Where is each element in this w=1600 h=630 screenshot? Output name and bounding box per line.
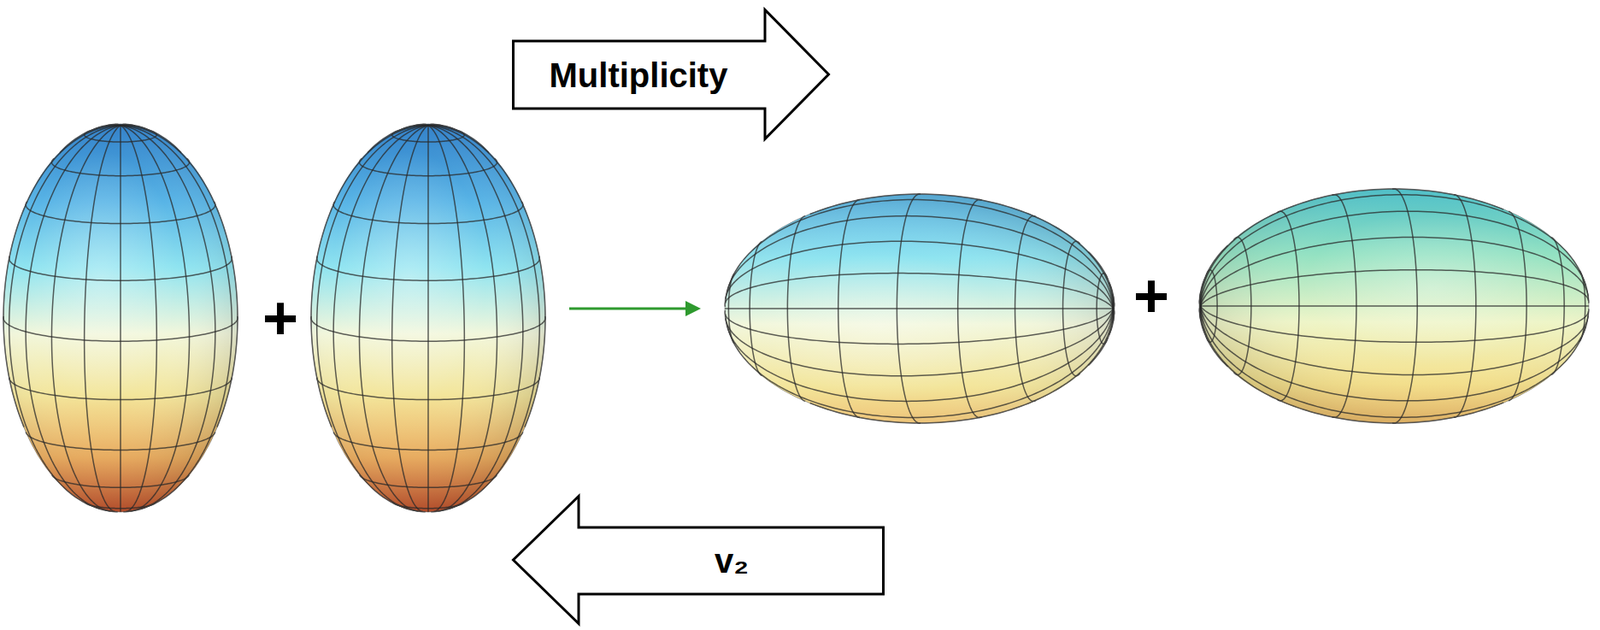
grid-line	[1200, 270, 1589, 306]
green-arrow-head	[685, 300, 701, 317]
green-arrow-shaft	[569, 307, 689, 311]
arrow-label-box: v₂	[578, 527, 885, 595]
grid-line	[1200, 305, 1589, 307]
block-arrow: v₂	[511, 494, 885, 625]
grid-line	[724, 273, 1113, 309]
spheroid	[3, 123, 238, 512]
spheroid-outline	[724, 194, 1115, 424]
grid-line	[51, 125, 121, 512]
plus-sign: +	[1133, 264, 1170, 327]
arrow-label-box: Multiplicity	[511, 41, 765, 109]
grid-line	[1200, 305, 1589, 401]
grid-line	[25, 125, 121, 512]
grid-line	[428, 124, 489, 153]
grid-line	[428, 125, 498, 512]
grid-line	[427, 125, 430, 512]
grid-line	[1088, 308, 1113, 366]
grid-line	[1200, 305, 1228, 367]
grid-line	[724, 308, 1113, 344]
grid-line	[1200, 305, 1505, 424]
spheroid-shading	[3, 123, 238, 512]
grid-line	[392, 125, 429, 512]
grid-line	[428, 125, 546, 428]
grid-line	[119, 125, 122, 512]
grid-line	[428, 125, 524, 512]
grid-line	[1200, 211, 1589, 306]
spheroid-body	[311, 123, 546, 512]
grid-line	[317, 125, 429, 509]
block-arrow: Multiplicity	[511, 8, 830, 141]
arrow-label: v₂	[714, 541, 749, 580]
plus-sign: +	[262, 287, 299, 349]
spheroid-shading	[1199, 188, 1589, 424]
grid-line	[358, 125, 429, 512]
grid-line	[724, 307, 1113, 310]
grid-line	[120, 125, 157, 512]
spheroid-outline	[311, 123, 546, 512]
grid-line	[810, 194, 1114, 309]
grid-line	[9, 125, 121, 509]
grid-line	[367, 124, 429, 153]
grid-line	[1200, 305, 1589, 342]
spheroid-shading	[724, 194, 1115, 424]
grid-line	[120, 125, 190, 512]
block-arrow-outline	[513, 496, 884, 624]
spheroid	[724, 194, 1115, 424]
block-arrow-shape	[511, 494, 885, 625]
grid-line	[810, 308, 1114, 424]
grid-line	[120, 124, 182, 153]
grid-line	[1088, 251, 1113, 309]
grid-line	[311, 125, 429, 428]
grid-line	[725, 241, 1114, 309]
grid-line	[725, 216, 1113, 309]
spheroid	[1199, 188, 1589, 424]
grid-line	[1200, 305, 1589, 376]
spheroid-outline	[3, 123, 238, 512]
spheroid-body	[1199, 188, 1589, 424]
grid-line	[727, 200, 1113, 309]
grid-line	[120, 125, 238, 428]
grid-line	[725, 308, 1114, 377]
block-arrow-outline	[513, 10, 830, 140]
grid-line	[1200, 245, 1228, 306]
spheroid-body	[3, 123, 238, 512]
grid-line	[59, 124, 121, 153]
grid-line	[725, 308, 1113, 401]
grid-line	[1200, 305, 1586, 418]
arrow-label: Multiplicity	[549, 56, 729, 95]
grid-line	[428, 125, 465, 512]
grid-line	[1200, 236, 1589, 306]
grid-line	[84, 125, 121, 512]
grid-line	[3, 125, 121, 428]
spheroid-body	[724, 194, 1115, 424]
spheroid	[311, 123, 546, 512]
grid-line	[120, 125, 216, 512]
grid-line	[1200, 188, 1505, 306]
spheroid-shading	[311, 123, 546, 512]
spheroid-outline	[1199, 188, 1589, 424]
grid-line	[333, 125, 429, 512]
